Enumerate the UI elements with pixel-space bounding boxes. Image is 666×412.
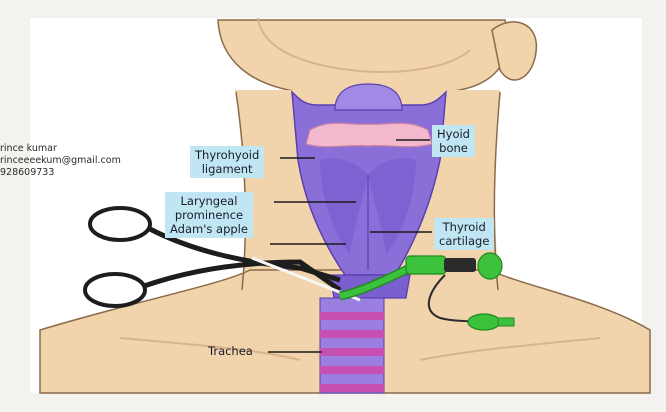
label-hyoid-line2: bone: [437, 141, 470, 155]
label-thyroid-line2: cartilage: [439, 234, 489, 248]
label-thyrohyoid-line2: ligament: [195, 162, 259, 176]
author-email: rinceeeekum@gmail.com: [0, 155, 121, 167]
label-laryngeal-line1: Laryngeal: [170, 194, 248, 208]
trachea-ring: [320, 312, 384, 320]
label-thyroid-line1: Thyroid: [439, 220, 489, 234]
label-thyrohyoid-line1: Thyrohyoid: [195, 148, 259, 162]
label-adams-apple: Adam's apple: [170, 222, 248, 236]
hyoid-bone: [306, 123, 432, 147]
trachea-ring: [320, 330, 384, 338]
trachea-ring: [320, 348, 384, 356]
author-credits: rince kumar rinceeeekum@gmail.com 928609…: [0, 143, 121, 179]
label-thyrohyoid-ligament: Thyrohyoid ligament: [190, 146, 264, 178]
label-hyoid-line1: Hyoid: [437, 127, 470, 141]
trachea-ring: [320, 366, 384, 374]
author-phone: 928609733: [0, 167, 121, 179]
trachea-ring: [320, 384, 384, 392]
author-name: rince kumar: [0, 143, 121, 155]
label-hyoid-bone: Hyoid bone: [432, 125, 475, 157]
label-trachea: Trachea: [208, 344, 253, 358]
label-laryngeal-prominence: Laryngeal prominence Adam's apple: [165, 192, 253, 238]
label-thyroid-cartilage: Thyroid cartilage: [434, 218, 494, 250]
label-laryngeal-line2: prominence: [170, 208, 248, 222]
